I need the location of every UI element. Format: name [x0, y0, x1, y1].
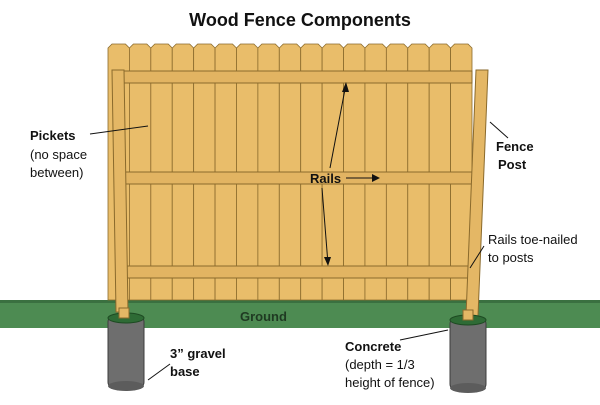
- label-toe-nailed-2: to posts: [488, 250, 534, 265]
- left-footing: [107, 307, 145, 391]
- label-concrete: Concrete: [345, 339, 402, 354]
- arrow-heads: [324, 82, 380, 266]
- right-concrete-base: [450, 383, 486, 393]
- label-gravel-2: base: [170, 364, 200, 379]
- label-pickets-note-2: between): [30, 165, 84, 180]
- label-fence-post-2: Post: [498, 157, 527, 172]
- label-concrete-note-1: (depth = 1/3: [345, 357, 415, 372]
- diagram-title: Wood Fence Components: [189, 10, 411, 30]
- pointer-arrows: [89, 83, 509, 381]
- right-post-stub: [462, 309, 474, 321]
- label-pickets-note-1: (no space: [30, 147, 88, 162]
- ground-strip-top: [0, 300, 600, 303]
- label-pickets: Pickets: [30, 128, 76, 143]
- toe-nailed-pointer: [469, 245, 485, 269]
- left-concrete-base: [108, 381, 144, 391]
- rails-arrow-head-right: [372, 174, 380, 182]
- label-fence-post-1: Fence: [496, 139, 534, 154]
- left-post-stub: [118, 307, 130, 319]
- label-ground: Ground: [240, 309, 287, 324]
- bottom-rail: [125, 265, 469, 279]
- right-concrete: [449, 317, 487, 391]
- fence-post-pointer: [489, 121, 509, 139]
- top-rail: [121, 70, 473, 84]
- gravel-pointer: [147, 363, 171, 381]
- left-concrete: [107, 315, 145, 389]
- rails-group: [121, 70, 473, 279]
- rails-arrow-head-bottom: [324, 257, 331, 266]
- middle-rail: [123, 171, 473, 185]
- label-rails: Rails: [310, 171, 342, 186]
- concrete-pointer: [399, 329, 449, 341]
- ground-strip: [0, 300, 600, 328]
- label-toe-nailed-1: Rails toe-nailed: [488, 232, 578, 247]
- rails-pointer-top: [329, 83, 347, 169]
- right-footing: [449, 309, 487, 393]
- rails-pointer-bottom: [321, 187, 329, 265]
- label-concrete-note-2: height of fence): [345, 375, 435, 390]
- rails-arrow-head-top: [342, 82, 349, 92]
- label-gravel-1: 3” gravel: [170, 346, 226, 361]
- pickets-pointer: [89, 125, 149, 135]
